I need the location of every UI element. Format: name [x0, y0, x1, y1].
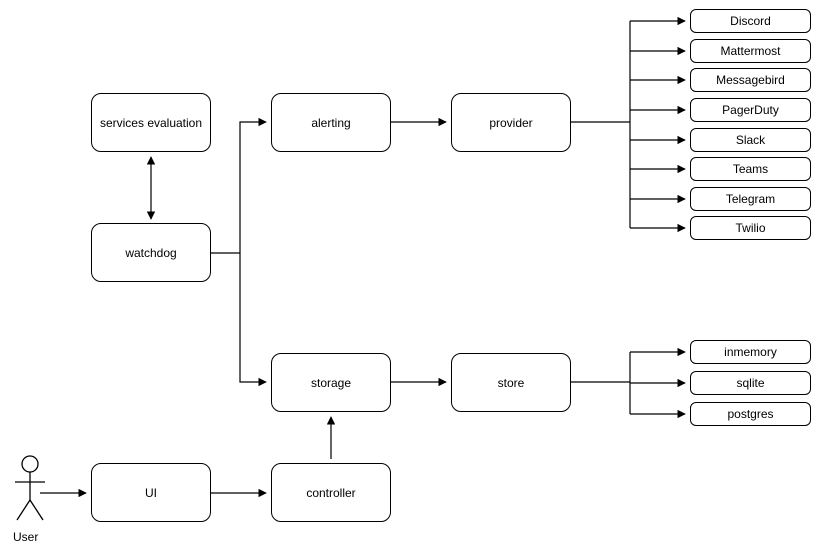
node-storage[interactable]: storage [271, 353, 391, 412]
node-provider-mattermost-label: Mattermost [720, 44, 781, 58]
user-actor [15, 455, 45, 521]
user-actor-leg-left [16, 499, 31, 521]
node-provider-discord[interactable]: Discord [690, 9, 811, 33]
node-store-postgres[interactable]: postgres [690, 402, 811, 426]
node-provider-teams-label: Teams [732, 162, 769, 176]
node-store-postgres-label: postgres [727, 407, 774, 421]
node-watchdog-label: watchdog [125, 245, 177, 260]
node-ui-label: UI [145, 485, 157, 500]
node-provider-telegram[interactable]: Telegram [690, 187, 811, 211]
node-store[interactable]: store [451, 353, 571, 412]
node-provider-discord-label: Discord [730, 14, 771, 28]
node-store-inmemory[interactable]: inmemory [690, 340, 811, 364]
node-provider-twilio[interactable]: Twilio [690, 216, 811, 240]
node-store-inmemory-label: inmemory [724, 345, 777, 359]
user-actor-leg-right [29, 499, 44, 521]
node-provider-pagerduty-label: PagerDuty [722, 103, 779, 117]
node-storage-label: storage [310, 375, 352, 390]
edge-watchdog-storage [239, 253, 267, 387]
node-provider-slack-label: Slack [735, 133, 766, 147]
node-provider-messagebird-label: Messagebird [716, 73, 785, 87]
node-ui[interactable]: UI [91, 463, 211, 522]
node-provider-telegram-label: Telegram [725, 192, 776, 206]
node-services-evaluation[interactable]: services evaluation [91, 93, 211, 152]
node-controller[interactable]: controller [271, 463, 391, 522]
node-provider-slack[interactable]: Slack [690, 128, 811, 152]
node-provider-teams[interactable]: Teams [690, 157, 811, 181]
node-alerting[interactable]: alerting [271, 93, 391, 152]
node-store-sqlite-label: sqlite [736, 376, 765, 390]
node-services-evaluation-label: services evaluation [99, 115, 203, 130]
node-provider-pagerduty[interactable]: PagerDuty [690, 98, 811, 122]
edge-watchdog-alerting [239, 117, 267, 253]
user-actor-label: User [13, 530, 39, 544]
node-store-sqlite[interactable]: sqlite [690, 371, 811, 395]
node-provider-mattermost[interactable]: Mattermost [690, 39, 811, 63]
user-actor-head [21, 455, 39, 473]
node-provider[interactable]: provider [451, 93, 571, 152]
node-watchdog[interactable]: watchdog [91, 223, 211, 282]
node-controller-label: controller [306, 485, 356, 500]
node-store-label: store [497, 375, 525, 390]
node-provider-label: provider [489, 115, 533, 130]
node-provider-messagebird[interactable]: Messagebird [690, 68, 811, 92]
node-provider-twilio-label: Twilio [735, 221, 766, 235]
node-alerting-label: alerting [311, 115, 351, 130]
